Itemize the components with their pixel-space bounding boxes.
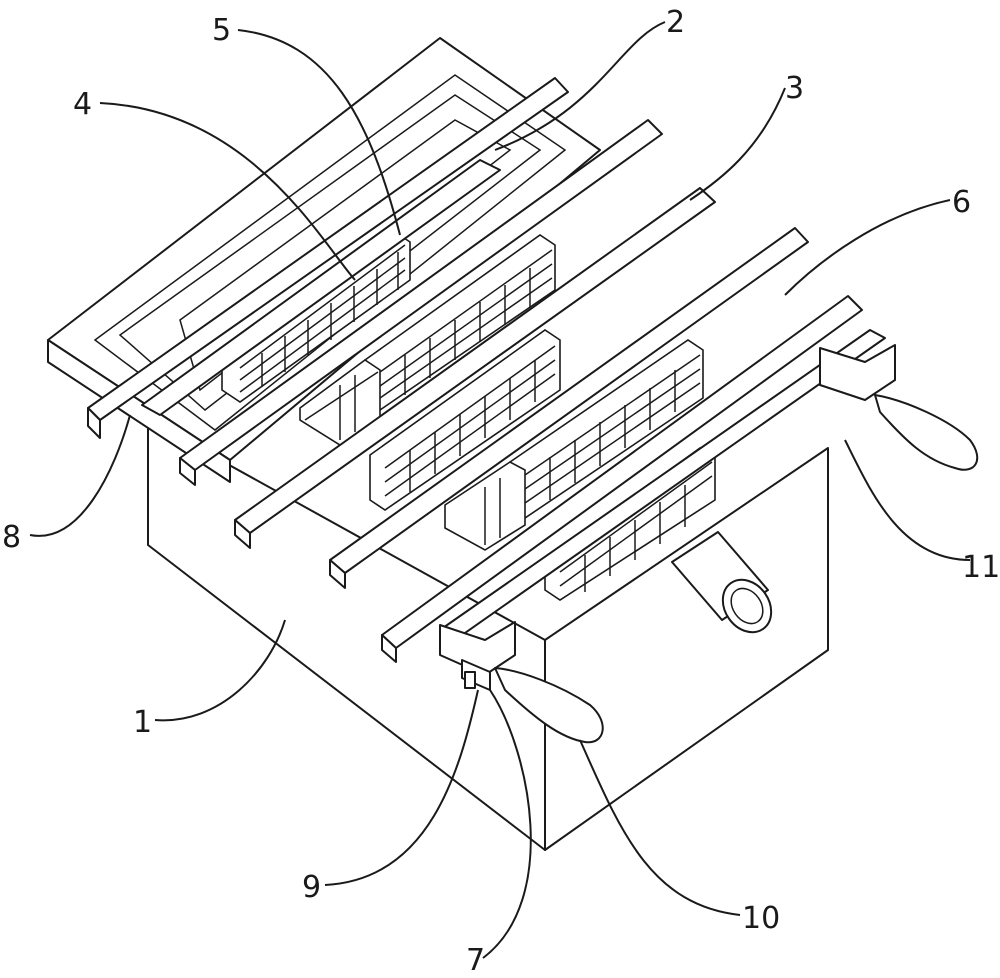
part-labels: 5 4 2 3 6 8 11 1 9 10 7 <box>2 5 1000 978</box>
label-2: 2 <box>666 5 685 40</box>
side-beams <box>141 159 886 641</box>
label-5: 5 <box>212 13 231 48</box>
outlet-pipe <box>671 531 773 634</box>
label-11: 11 <box>962 550 1000 585</box>
cross-rails <box>87 77 863 663</box>
label-7: 7 <box>466 943 485 978</box>
front-handle-assembly <box>439 621 604 744</box>
right-handle-assembly <box>819 344 979 471</box>
label-10: 10 <box>742 901 780 936</box>
label-1: 1 <box>133 705 152 740</box>
label-9: 9 <box>302 870 321 905</box>
label-4: 4 <box>73 87 92 122</box>
label-8: 8 <box>2 520 21 555</box>
leader-lines <box>29 21 971 959</box>
filter-grid-modules <box>221 231 716 601</box>
label-6: 6 <box>952 185 971 220</box>
label-3: 3 <box>785 71 804 106</box>
